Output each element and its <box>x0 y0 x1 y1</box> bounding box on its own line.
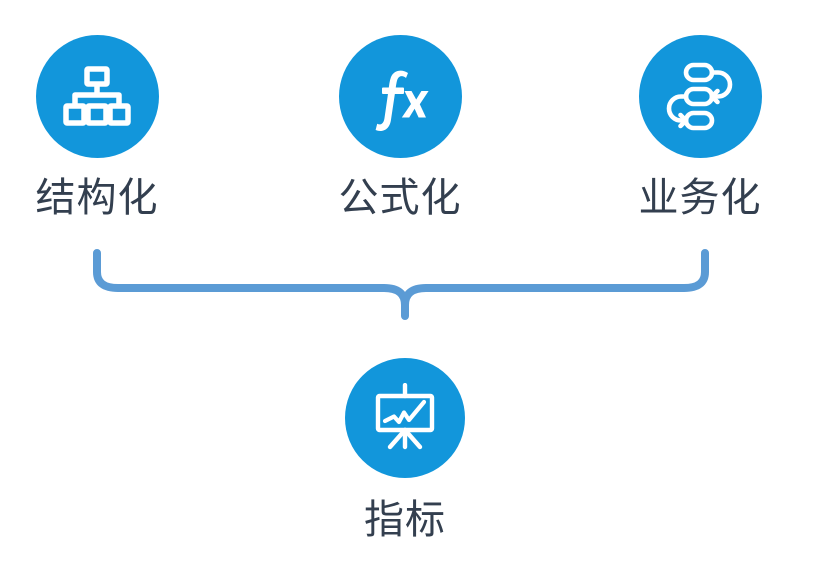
node-metric-circle[interactable] <box>345 358 465 478</box>
node-formula-label: 公式化 <box>338 176 462 220</box>
hierarchy-icon <box>61 61 133 133</box>
node-structured-label: 结构化 <box>35 176 159 220</box>
node-formula[interactable]: 公式化 <box>300 35 500 218</box>
fx-function-icon <box>364 61 436 133</box>
presentation-chart-icon <box>370 383 440 453</box>
workflow-process-icon <box>663 60 737 134</box>
node-business[interactable]: 业务化 <box>600 35 800 218</box>
node-structured-circle[interactable] <box>35 35 159 158</box>
node-business-label: 业务化 <box>638 176 762 220</box>
node-metric-label: 指标 <box>364 498 446 542</box>
node-business-circle[interactable] <box>638 35 762 158</box>
node-metric[interactable]: 指标 <box>305 358 505 540</box>
node-formula-circle[interactable] <box>338 35 462 158</box>
node-structured[interactable]: 结构化 <box>0 35 197 218</box>
